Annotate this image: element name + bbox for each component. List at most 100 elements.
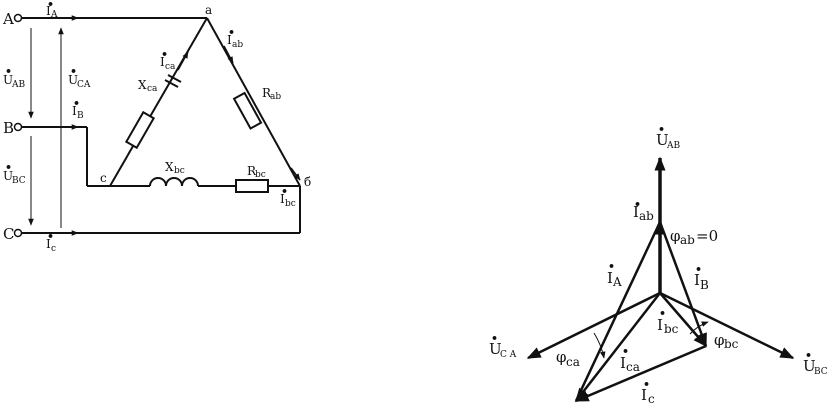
- svg-text:•: •: [5, 65, 12, 78]
- svg-text:I: I: [46, 237, 51, 251]
- svg-text:I: I: [72, 104, 77, 118]
- svg-text:c: c: [648, 392, 655, 406]
- svg-text:I: I: [657, 316, 663, 334]
- terminal-b-label: B: [3, 119, 14, 137]
- capacitor-plate-1: [164, 79, 179, 88]
- svg-text:•: •: [608, 260, 615, 273]
- terminal-c-label: C: [3, 225, 14, 243]
- phasor-label-ib: • I B: [694, 263, 709, 292]
- terminal-a: [13, 13, 23, 23]
- svg-text:•: •: [47, 230, 54, 243]
- svg-text:C A: C A: [500, 350, 517, 360]
- svg-text:I: I: [694, 271, 700, 289]
- svg-text:ca: ca: [626, 360, 640, 374]
- svg-text:ca: ca: [147, 84, 158, 94]
- resistor-rbc: [235, 179, 269, 193]
- svg-text:AB: AB: [666, 141, 680, 151]
- svg-text:I: I: [620, 354, 626, 372]
- svg-text:bc: bc: [724, 337, 739, 351]
- branch-ab: [206, 17, 301, 187]
- phasor-ica: [575, 292, 661, 403]
- svg-text:•: •: [805, 349, 812, 362]
- svg-text:•: •: [228, 26, 235, 39]
- svg-text:c: c: [51, 244, 56, 254]
- svg-text:U: U: [656, 131, 669, 149]
- svg-text:•: •: [70, 65, 77, 78]
- phasor-label-ubc: • U BC: [803, 349, 828, 377]
- phasor-label-ibc: • I bc: [657, 307, 679, 336]
- terminal-a-label: A: [2, 10, 14, 28]
- phasor-label-phi-ca: φ ca: [556, 348, 580, 369]
- svg-text:I: I: [46, 4, 51, 18]
- svg-text:•: •: [643, 378, 650, 391]
- phasor-ia: [574, 221, 662, 402]
- label-uca: • U CA: [68, 65, 91, 90]
- svg-text:B: B: [700, 278, 709, 292]
- svg-text:φ: φ: [556, 348, 567, 366]
- svg-text:I: I: [280, 192, 285, 206]
- phasor-label-uca: • U C A: [489, 332, 517, 360]
- svg-text:ab: ab: [680, 233, 695, 247]
- label-xbc: X bc: [165, 160, 185, 176]
- svg-text:I: I: [160, 55, 165, 69]
- svg-text:CA: CA: [77, 80, 91, 90]
- svg-text:U: U: [3, 169, 13, 183]
- phasor-label-ic: • I c: [641, 378, 655, 406]
- svg-text:I: I: [641, 386, 647, 404]
- svg-text:φ: φ: [714, 331, 725, 349]
- svg-text:ca: ca: [566, 355, 580, 369]
- phasor-label-iab: • I ab: [633, 198, 654, 223]
- arrow-iab: [223, 45, 234, 64]
- capacitor-plate-2: [167, 74, 182, 83]
- svg-text:U: U: [68, 73, 78, 87]
- node-a-label: a: [205, 3, 212, 17]
- svg-text:•: •: [658, 123, 665, 136]
- svg-text:X: X: [138, 78, 147, 92]
- svg-text:•: •: [622, 345, 629, 358]
- svg-text:ca: ca: [165, 62, 176, 72]
- phasor-uca: [526, 291, 661, 360]
- svg-text:•: •: [634, 198, 641, 211]
- svg-text:bc: bc: [664, 322, 679, 336]
- svg-text:A: A: [612, 275, 622, 289]
- resistor-xca-r: [124, 110, 156, 150]
- node-b-label: б: [304, 175, 311, 189]
- arrow-ibc: [290, 167, 301, 181]
- phasor-label-uab: • U AB: [656, 123, 680, 151]
- resistor-rab: [232, 91, 263, 130]
- phasor-label-ia: • I A: [607, 260, 622, 289]
- svg-text:ab: ab: [232, 40, 243, 50]
- label-rbc: R bc: [247, 164, 266, 180]
- svg-text:bc: bc: [174, 166, 185, 176]
- svg-text:•: •: [73, 97, 80, 110]
- svg-text:ab: ab: [270, 92, 281, 102]
- label-xca: X ca: [138, 78, 158, 94]
- svg-text:•: •: [695, 263, 702, 276]
- svg-text:A: A: [50, 10, 58, 20]
- phasor-label-ica: • I ca: [620, 345, 640, 374]
- label-ia: • I A: [46, 0, 58, 20]
- svg-text:R: R: [262, 86, 272, 100]
- svg-text:B: B: [77, 111, 84, 121]
- svg-text:φ: φ: [670, 227, 681, 245]
- svg-text:U: U: [489, 340, 502, 358]
- terminal-b: [13, 122, 23, 132]
- phasor-ubc: [659, 291, 795, 360]
- svg-text:bc: bc: [255, 170, 266, 180]
- svg-text:ab: ab: [639, 209, 654, 223]
- phasor-ic: [574, 344, 707, 403]
- svg-text:BC: BC: [12, 176, 26, 186]
- svg-text:I: I: [607, 269, 613, 287]
- circuit-diagram: [22, 17, 301, 234]
- svg-text:X: X: [165, 160, 174, 174]
- svg-text:=0: =0: [696, 227, 718, 245]
- svg-text:•: •: [161, 48, 168, 61]
- label-rab: R ab: [262, 86, 281, 102]
- phasor-label-phi-ab: φ ab =0: [670, 227, 718, 247]
- terminal-c: [13, 228, 23, 238]
- phasor-ib: [658, 221, 708, 348]
- phasor-label-phi-bc: φ bc: [714, 331, 739, 351]
- label-ica: • I ca: [160, 48, 176, 72]
- arc-phi-ca: [593, 332, 606, 359]
